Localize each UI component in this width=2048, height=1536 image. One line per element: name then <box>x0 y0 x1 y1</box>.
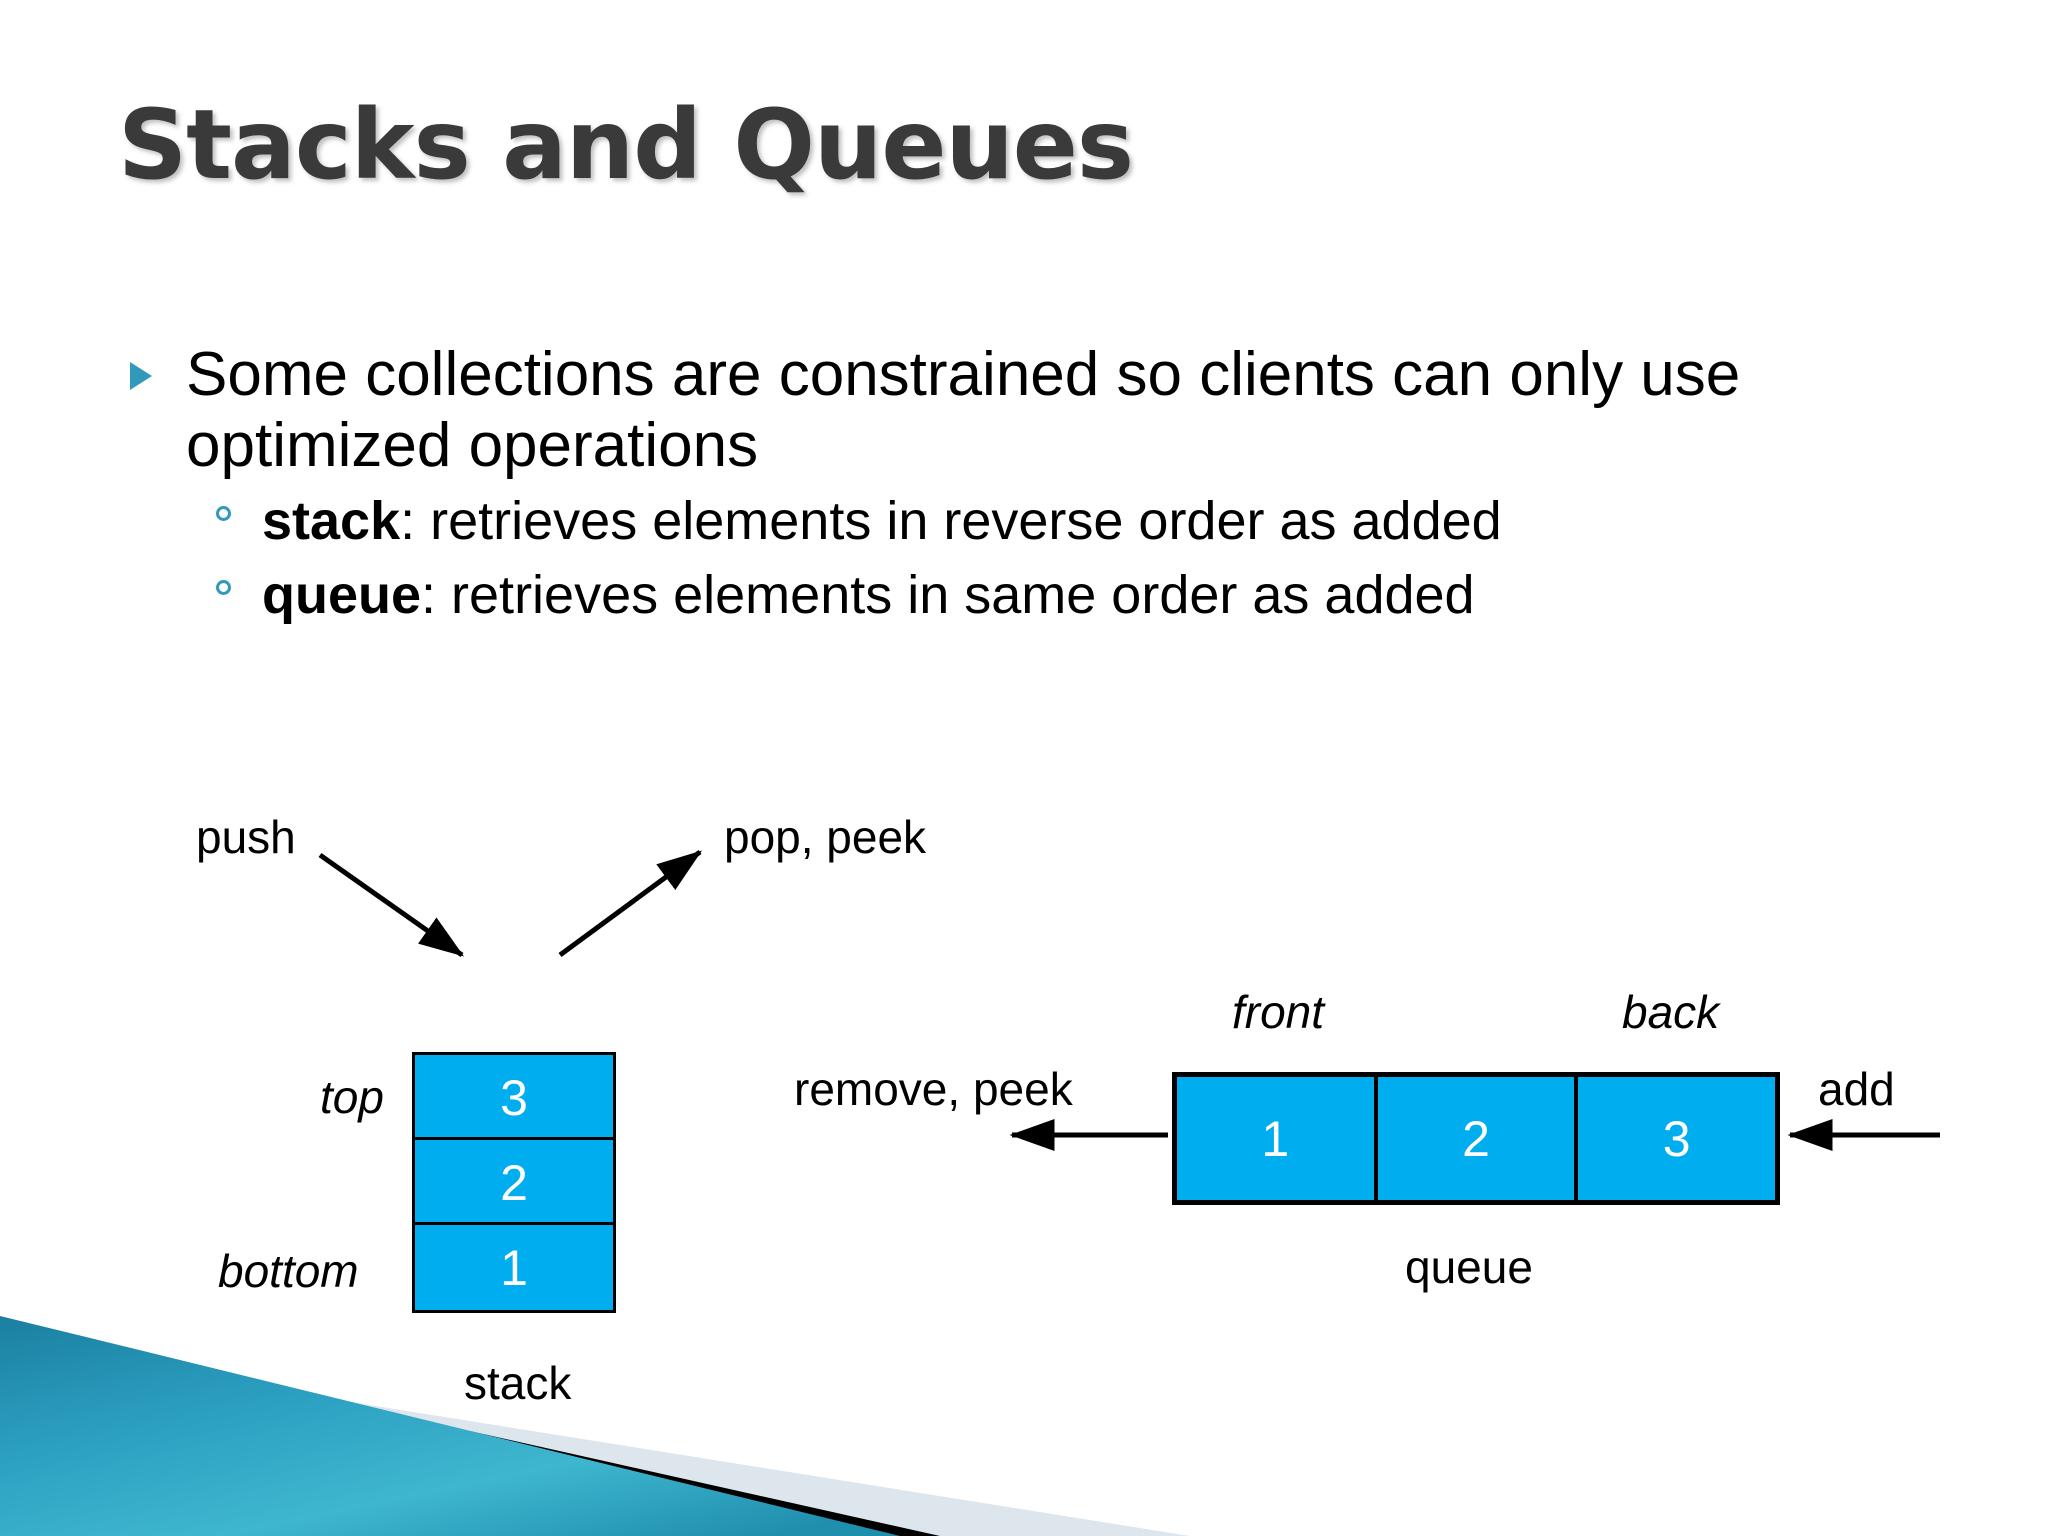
queue-back-label: back <box>1622 986 1720 1038</box>
pop-peek-arrow <box>558 849 703 958</box>
sub-bullet-queue-separator: : <box>421 565 452 626</box>
hollow-circle-bullet-icon <box>216 563 262 596</box>
queue-front-label: front <box>1232 986 1325 1038</box>
sub-bullet-stack-desc: retrieves elements in reverse order as a… <box>430 491 1502 552</box>
queue-container: 1 2 3 <box>1172 1072 1780 1205</box>
queue-cell: 3 <box>1662 1110 1691 1167</box>
sub-bullet-stack-text: stack: retrieves elements in reverse ord… <box>262 489 1502 555</box>
queue-cell: 2 <box>1378 1077 1579 1200</box>
list-item-queue: queue: retrieves elements in same order … <box>216 563 1960 629</box>
sub-bullet-stack-separator: : <box>400 491 431 552</box>
sub-bullet-queue-desc: retrieves elements in same order as adde… <box>451 565 1475 626</box>
hollow-circle-bullet-icon <box>216 489 262 522</box>
stack-push-label: push <box>196 811 296 863</box>
sub-bullet-queue-term: queue <box>262 565 422 626</box>
sub-bullet-queue-text: queue: retrieves elements in same order … <box>262 563 1475 629</box>
triangle-bullet-icon <box>130 340 186 390</box>
stack-top-label: top <box>320 1071 384 1123</box>
stack-bottom-label: bottom <box>218 1245 359 1297</box>
stack-pop-peek-label: pop, peek <box>724 811 927 863</box>
stack-cell: 2 <box>412 1137 616 1225</box>
sub-bullet-stack-term: stack <box>262 491 401 552</box>
corner-decoration <box>0 1316 1190 1536</box>
stack-cell: 3 <box>412 1052 616 1140</box>
corner-teal-triangle <box>0 1316 900 1536</box>
stack-cell: 1 <box>412 1222 616 1313</box>
stack-container: 3 2 1 <box>412 1052 616 1313</box>
bullet-item-level1: Some collections are constrained so clie… <box>130 340 1960 481</box>
stack-caption: stack <box>464 1357 572 1409</box>
page-title: Stacks and Queues <box>118 89 1134 201</box>
bullet-level1-text: Some collections are constrained so clie… <box>186 340 1741 480</box>
push-arrow <box>318 852 465 958</box>
queue-remove-peek-label: remove, peek <box>794 1063 1073 1115</box>
queue-add-label: add <box>1818 1063 1895 1115</box>
queue-cell: 1 <box>1177 1077 1378 1200</box>
list-item-stack: stack: retrieves elements in reverse ord… <box>216 489 1960 555</box>
body-content: Some collections are constrained so clie… <box>130 340 1960 629</box>
queue-caption: queue <box>1405 1241 1533 1293</box>
